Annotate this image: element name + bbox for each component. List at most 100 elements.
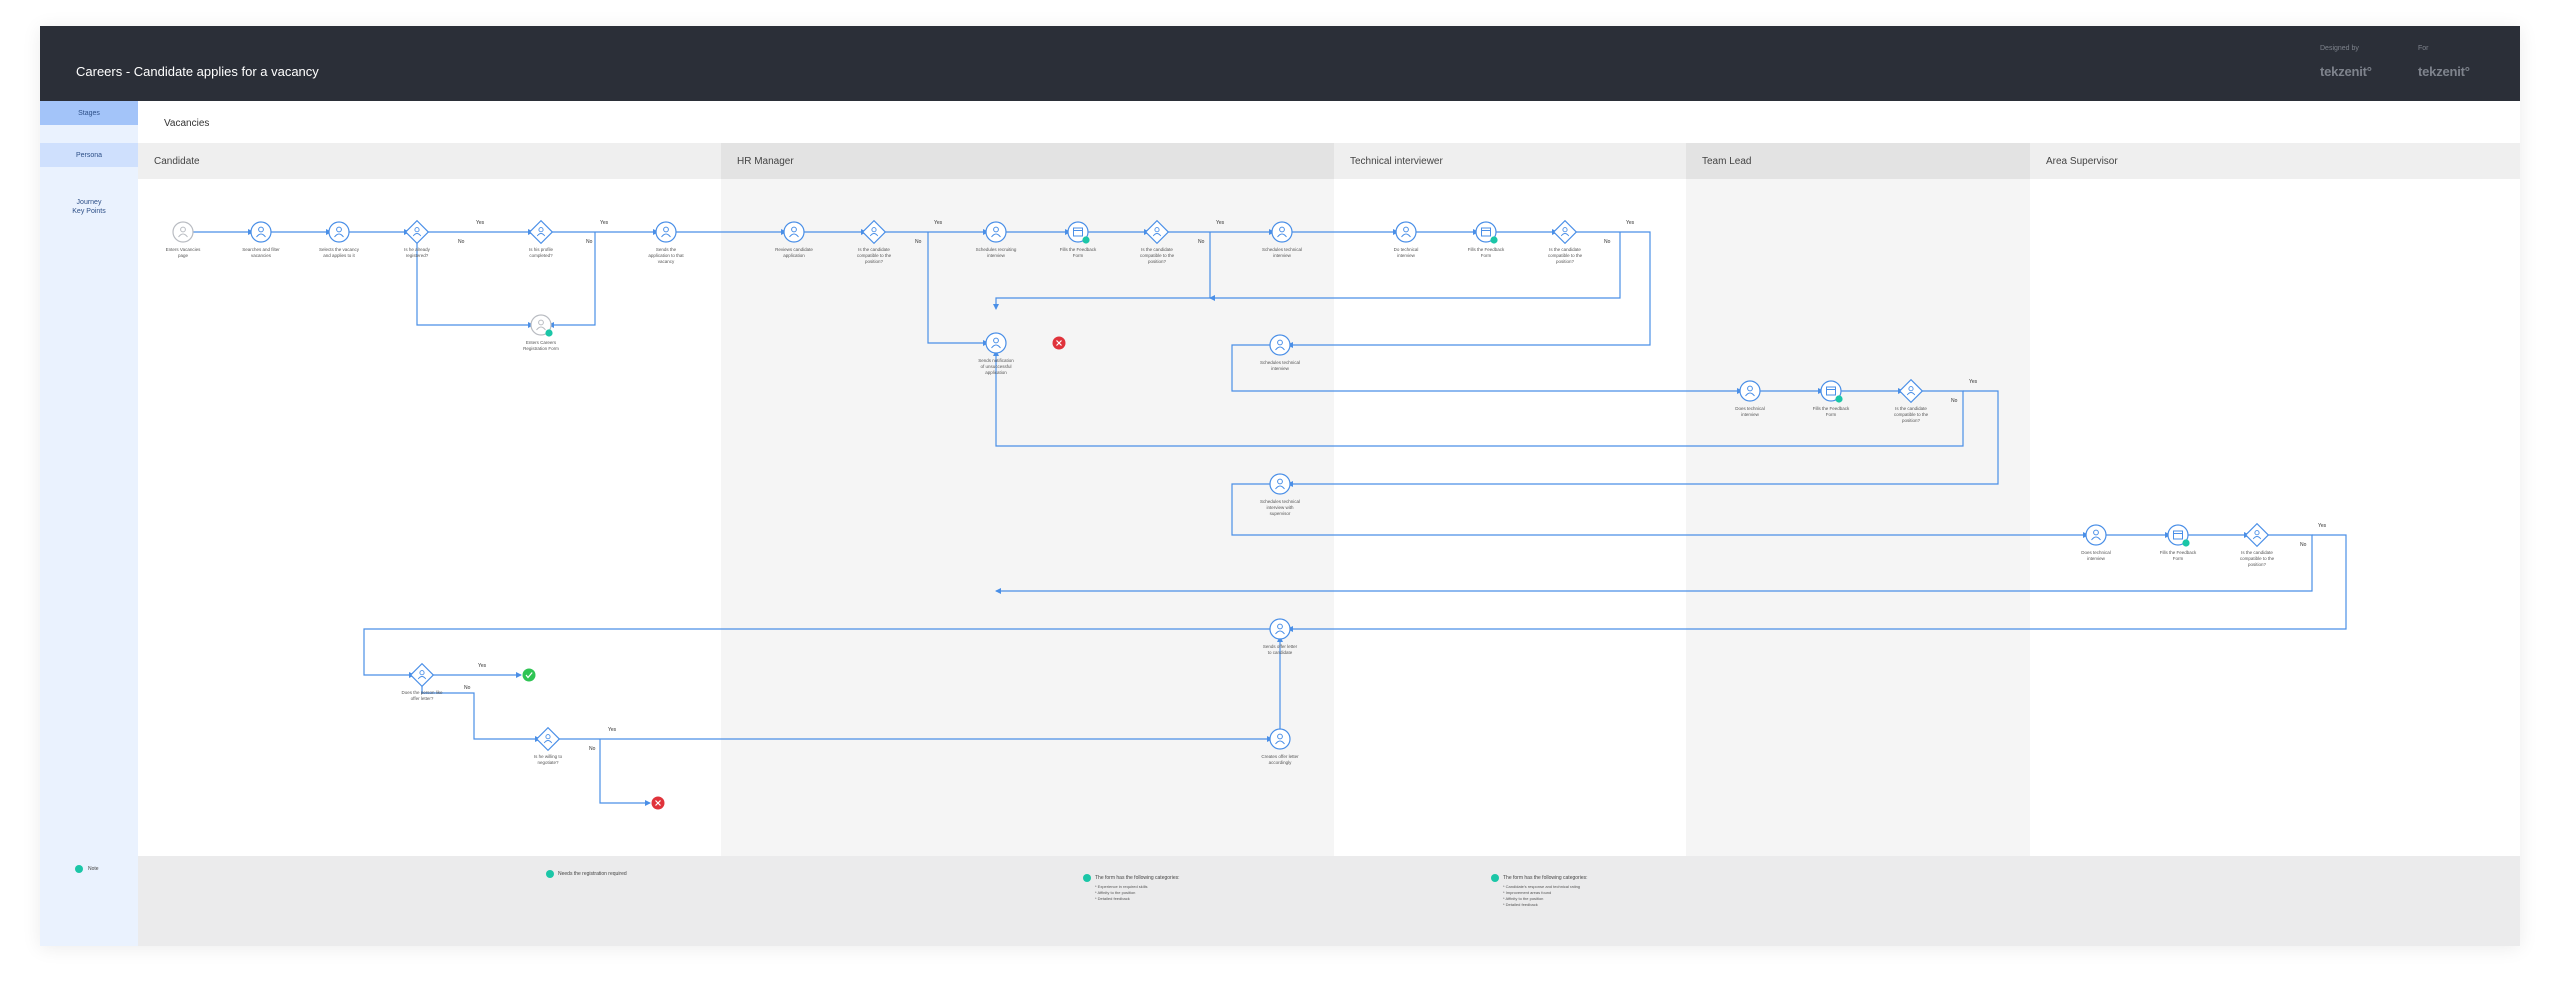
flow-connector [363,628,1272,678]
decision-node [2244,522,2270,548]
no-label: No [1198,239,1205,245]
no-label: No [586,239,593,245]
row-labels-column [40,101,138,946]
flow-connector [927,232,989,346]
flow-connector [1287,390,1999,487]
decision-node [1552,219,1578,245]
fail-end-icon [651,796,665,810]
note-marker-icon [545,329,553,337]
person-node [985,332,1007,354]
decision-node [535,726,561,752]
yes-label: Yes [2318,523,2327,529]
person-node [783,221,805,243]
yes-label: Yes [608,727,617,733]
note-marker-icon [2182,539,2190,547]
journey-label: Journey Key Points [72,199,106,215]
person-node [530,314,552,336]
flow-connector [1209,232,1621,301]
lane-label: Candidate [154,156,200,167]
person-node [1269,334,1291,356]
lane-label: Team Lead [1702,156,1752,167]
note-marker-icon [1835,395,1843,403]
yes-label: Yes [600,220,609,226]
stages-label: Stages [78,110,100,117]
lane-label: Technical interviewer [1350,156,1443,167]
form-node [1475,221,1497,243]
flow-connector [995,534,2313,594]
success-end-icon [522,668,536,682]
note-heading: The form has the following categories: [1095,875,1180,881]
form-node [1067,221,1089,243]
stage-name: Vacancies [164,118,210,129]
flow-connector [416,240,534,328]
note-body: * Experience in required skills * Affini… [1095,884,1148,901]
persona-label: Persona [75,152,103,159]
flow-connector [1231,344,1743,394]
yes-label: Yes [1626,220,1635,226]
note-legend-dot [75,865,83,873]
person-node [1269,618,1291,640]
client-label: For [2418,45,2429,52]
note-text: Needs the registration required [558,871,627,877]
lane-team-lead: Team Lead [1686,143,2030,856]
decision-node [409,662,435,688]
lane-technical-interviewer: Technical interviewer [1334,143,1686,856]
no-label: No [1604,239,1611,245]
page-header: Careers - Candidate applies for a vacanc… [40,26,2520,101]
notes-row [138,856,2520,946]
flow-connector [1287,231,1651,348]
no-label: No [1951,398,1958,404]
note-legend-label: Note [88,866,99,872]
decision-node [404,219,430,245]
note-heading: The form has the following categories: [1503,875,1588,881]
yes-label: Yes [476,220,485,226]
person-node [1269,473,1291,495]
lane-candidate: Candidate [138,143,721,856]
lane-label: Area Supervisor [2046,156,2118,167]
flow-connector [548,232,596,328]
person-node [1739,380,1761,402]
no-label: No [458,239,465,245]
no-label: No [589,746,596,752]
note-marker-icon [1082,236,1090,244]
note-marker-icon [1490,236,1498,244]
lane-label: HR Manager [737,156,794,167]
flow-connector [1287,534,2347,632]
no-label: No [2300,542,2307,548]
yes-label: Yes [478,663,487,669]
person-node [328,221,350,243]
person-node [1269,728,1291,750]
note-marker [1491,874,1499,882]
no-label: No [915,239,922,245]
lane-area-supervisor: Area Supervisor [2030,143,2520,856]
person-node [655,221,677,243]
form-node [2167,524,2189,546]
person-node [985,221,1007,243]
client-logo: tekzenit° [2418,64,2470,79]
journey-map-frame: Careers - Candidate applies for a vacanc… [40,26,2520,946]
person-node [250,221,272,243]
decision-node [861,219,887,245]
flow-connector [599,739,651,806]
yes-label: Yes [1216,220,1225,226]
person-node [1395,221,1417,243]
